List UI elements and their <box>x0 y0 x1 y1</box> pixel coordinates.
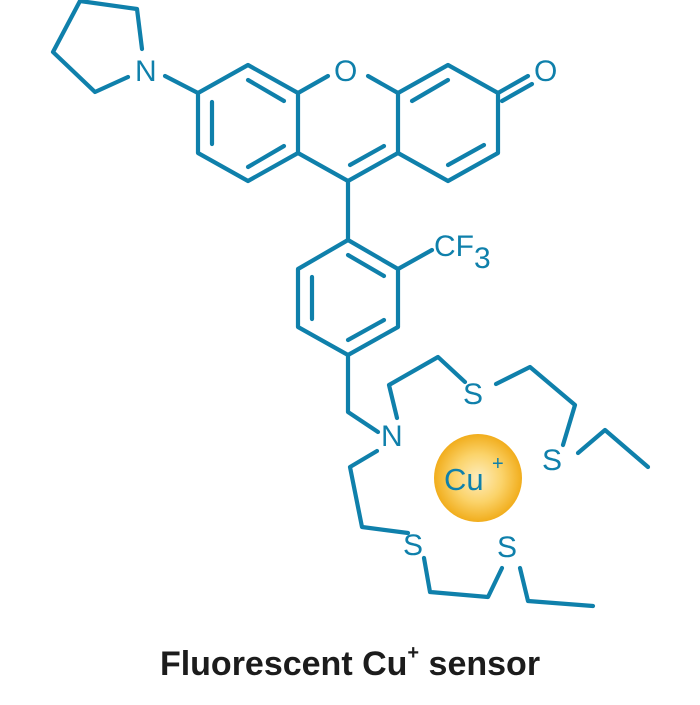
copper-symbol: Cu <box>444 462 484 497</box>
sulfur-1-label: S <box>463 378 483 411</box>
carbonyl-oxygen-label: O <box>534 55 557 88</box>
copper-ion: Cu + <box>434 434 522 522</box>
xanthene-right-ring <box>395 62 535 184</box>
caption-end-text: sensor <box>419 645 541 683</box>
figure-caption: Fluorescent Cu+ sensor <box>0 641 700 684</box>
benzyl-linker <box>345 352 381 435</box>
sulfur-2-label: S <box>542 444 562 477</box>
caption-charge-superscript: + <box>407 641 420 664</box>
xanthene-left-ring <box>195 62 301 184</box>
pyrrolidine-nitrogen-label: N <box>135 55 157 88</box>
sulfur-4-label: S <box>497 531 517 564</box>
xanthene-oxygen-label: O <box>334 55 357 88</box>
phenyl-ring <box>295 237 435 358</box>
amine-nitrogen-label: N <box>381 420 403 453</box>
cf3-label: CF3 <box>434 230 491 275</box>
upper-thioether-arm <box>386 354 651 470</box>
copper-charge: + <box>492 453 504 475</box>
sulfur-3-label: S <box>403 529 423 562</box>
caption-main-text: Fluorescent Cu <box>159 645 408 683</box>
pyrrolidine-ring <box>50 0 201 96</box>
xanthene-central-ring <box>295 73 401 184</box>
lower-thioether-arm <box>347 448 596 609</box>
copper-ion-sphere <box>434 434 522 522</box>
